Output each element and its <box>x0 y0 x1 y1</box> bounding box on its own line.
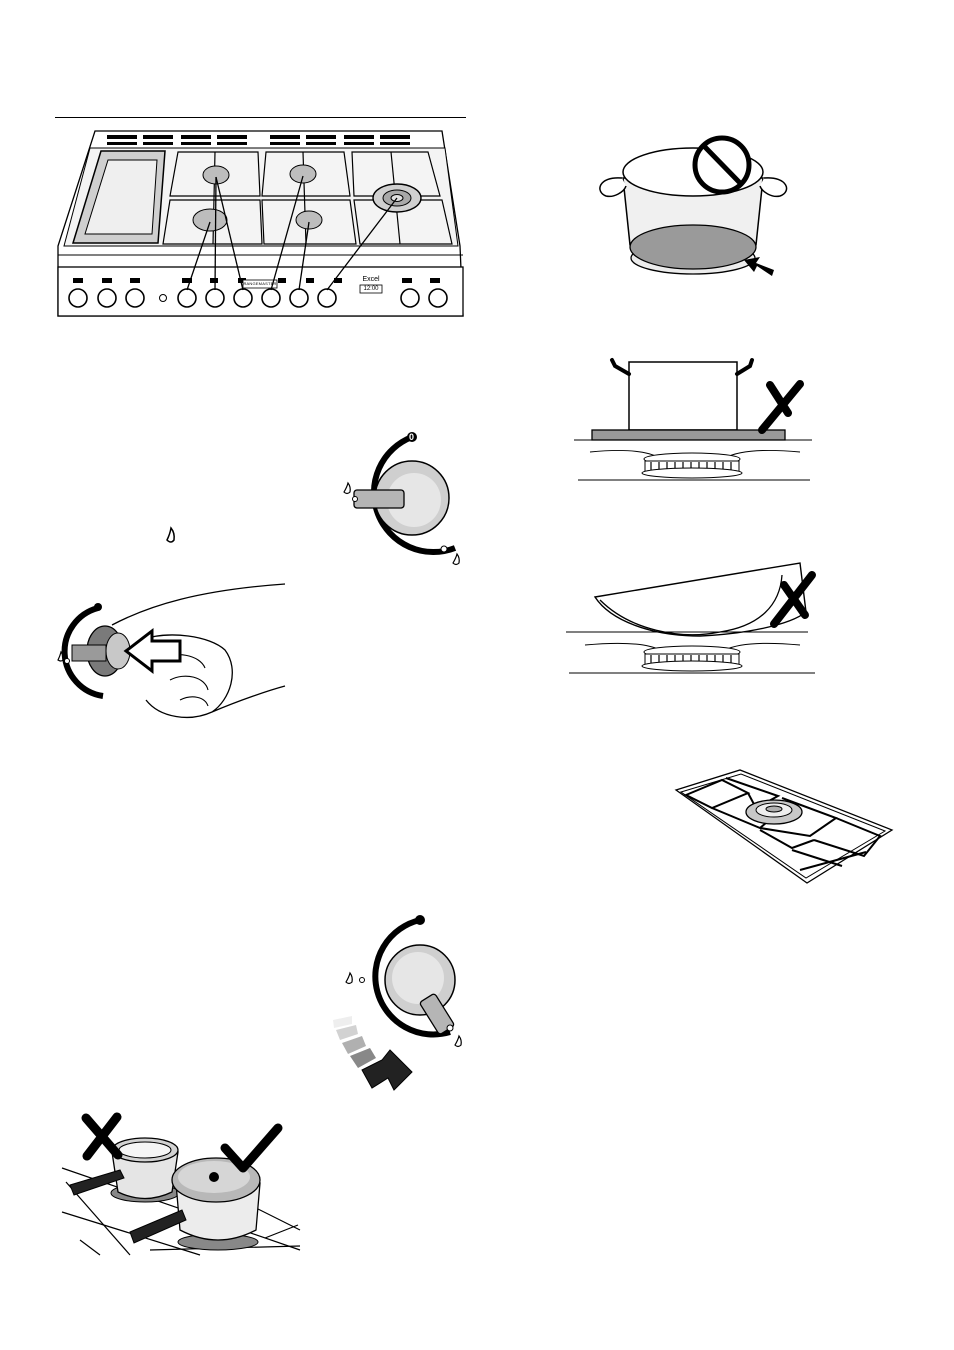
wok-burner-support-illustration <box>0 0 954 1350</box>
